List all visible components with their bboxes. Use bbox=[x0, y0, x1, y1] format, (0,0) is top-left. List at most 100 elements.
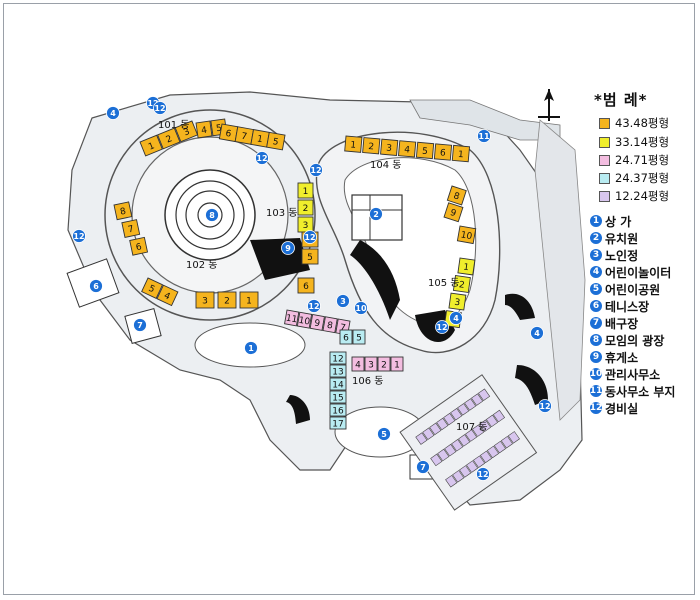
facility-marker-number: 11 bbox=[478, 132, 490, 141]
apartment-unit bbox=[297, 277, 315, 294]
unit-number: 4 bbox=[404, 145, 411, 155]
facility-number-badge: 4 bbox=[590, 266, 602, 278]
apartment-unit-107 bbox=[429, 422, 442, 436]
building-label-b102: 102 동 bbox=[186, 259, 217, 271]
apartment-unit bbox=[448, 292, 467, 311]
unit-number: 8 bbox=[326, 321, 334, 332]
apartment-unit bbox=[329, 351, 347, 365]
unit-group-b103_low: 6 bbox=[297, 277, 315, 294]
facility-marker-number: 4 bbox=[534, 329, 540, 338]
west-plaza-ring-2 bbox=[175, 180, 245, 250]
facility-marker-number: 12 bbox=[477, 470, 488, 479]
legend-area-33-14: 33.14평형 bbox=[599, 135, 669, 149]
unit-number: 6 bbox=[440, 148, 447, 158]
apartment-unit bbox=[344, 135, 363, 153]
legend-area-label: 24.37평형 bbox=[615, 171, 670, 185]
unit-number: 5 bbox=[422, 147, 429, 157]
apartment-unit bbox=[329, 403, 347, 417]
facility-marker-4: 4 bbox=[530, 326, 544, 340]
facility-marker-12: 12 bbox=[303, 230, 317, 244]
facility-marker-number: 12 bbox=[147, 99, 158, 108]
unit-layer: 1234567155487632112345612345618910123411… bbox=[113, 118, 477, 430]
facility-marker-number: 6 bbox=[93, 282, 99, 291]
legend-title: *범 례* bbox=[594, 91, 648, 109]
legend-area-43-48: 43.48평형 bbox=[599, 116, 669, 130]
facility-marker-12: 12 bbox=[255, 151, 269, 165]
facility-marker-12: 12 bbox=[72, 229, 86, 243]
apartment-unit bbox=[284, 309, 300, 327]
apartment-unit bbox=[446, 185, 467, 206]
facility-number-badge: 9 bbox=[590, 351, 602, 363]
apartment-unit-107 bbox=[422, 427, 435, 441]
unit-number: 1 bbox=[394, 361, 400, 371]
apartment-unit bbox=[266, 131, 286, 151]
unit-number: 4 bbox=[162, 291, 172, 303]
apartment-unit bbox=[380, 138, 399, 156]
facility-label: 경비실 bbox=[605, 401, 639, 416]
apartment-unit bbox=[329, 416, 347, 430]
facility-marker-number: 10 bbox=[355, 304, 367, 313]
facility-marker-number: 12 bbox=[539, 402, 550, 411]
facility-marker-12: 12 bbox=[435, 320, 449, 334]
unit-group-b104_side: 89 bbox=[443, 185, 467, 223]
facility-marker-number: 7 bbox=[420, 463, 426, 472]
swatch-12-24 bbox=[599, 190, 610, 202]
facility-label: 동사무소 부지 bbox=[605, 384, 676, 399]
apartment-unit-107 bbox=[471, 393, 484, 406]
facility-marker-8: 8 bbox=[205, 208, 219, 222]
apartment-unit-107 bbox=[465, 429, 478, 442]
unit-number: 6 bbox=[135, 242, 143, 253]
west-plaza-ring-3 bbox=[185, 190, 235, 240]
apartment-unit-107 bbox=[443, 412, 456, 426]
building-107-units bbox=[415, 388, 520, 488]
apartment-unit-107 bbox=[415, 432, 428, 445]
facility-marker-number: 12 bbox=[304, 233, 315, 242]
unit-number: 6 bbox=[303, 282, 309, 292]
unit-number: 11 bbox=[285, 313, 298, 325]
facility-label: 휴게소 bbox=[605, 350, 639, 365]
building-label-b103: 103 동 bbox=[266, 207, 297, 219]
apartment-unit-107 bbox=[457, 403, 470, 416]
apartment-unit-107 bbox=[444, 443, 457, 457]
legend-area-label: 33.14평형 bbox=[615, 135, 670, 149]
apartment-unit-107 bbox=[430, 453, 443, 467]
facility-marker-12: 12 bbox=[309, 163, 323, 177]
parking-structure-1 bbox=[250, 238, 310, 280]
facility-marker-number: 9 bbox=[285, 244, 291, 253]
facility-marker-7: 7 bbox=[133, 318, 147, 332]
unit-number: 5 bbox=[307, 253, 313, 263]
unit-number: 1 bbox=[350, 140, 357, 150]
facility-marker-number: 12 bbox=[436, 323, 447, 332]
parking-structure-4 bbox=[505, 293, 535, 320]
unit-number: 3 bbox=[454, 298, 461, 309]
facility-number-badge: 8 bbox=[590, 334, 602, 346]
apartment-unit-107 bbox=[472, 455, 486, 468]
apartment-unit bbox=[157, 127, 181, 150]
legend-area-label: 12.24평형 bbox=[615, 189, 670, 203]
swatch-43-48 bbox=[599, 117, 610, 129]
facility-marker-6: 6 bbox=[89, 279, 103, 293]
unit-group-b104_side2: 10 bbox=[456, 225, 477, 245]
unit-number: 3 bbox=[303, 221, 309, 231]
facility-marker-number: 3 bbox=[340, 297, 346, 306]
unit-number: 16 bbox=[332, 407, 344, 417]
unit-number: 14 bbox=[332, 381, 344, 391]
facility-label: 노인정 bbox=[605, 248, 639, 263]
apartment-unit bbox=[433, 143, 453, 161]
unit-number: 5 bbox=[272, 137, 279, 148]
unit-number: 5 bbox=[216, 124, 223, 135]
facility-number-badge: 2 bbox=[590, 232, 602, 244]
apartment-unit-107 bbox=[452, 470, 465, 483]
swatch-24-71 bbox=[599, 154, 610, 166]
facility-label: 어린이공원 bbox=[605, 282, 661, 297]
facility-label: 배구장 bbox=[605, 316, 639, 331]
unit-number: 1 bbox=[303, 187, 309, 197]
